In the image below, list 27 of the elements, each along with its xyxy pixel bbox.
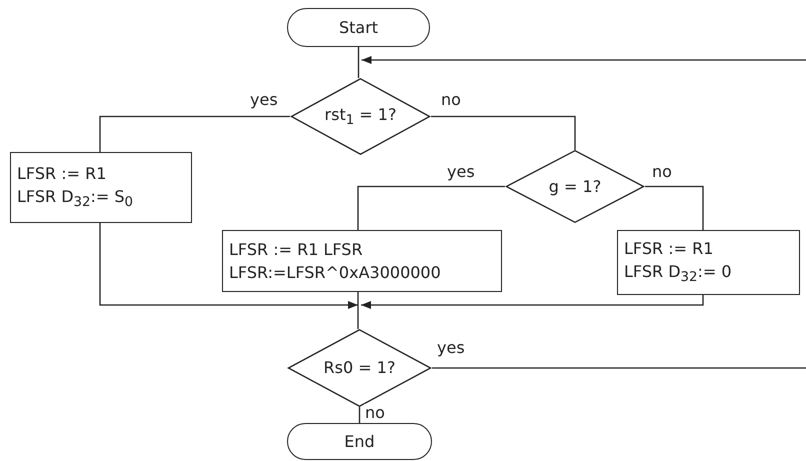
connector-line: [99, 116, 290, 152]
process-text: LFSR D$_{32}$:= S$_{0}$: [17, 186, 134, 213]
connector-line: [432, 367, 806, 369]
arrow: [362, 56, 806, 64]
start-terminal: [287, 8, 430, 47]
condition-text: Rs0 = 1?: [324, 357, 396, 380]
process-text: LFSR := R1 LFSR: [229, 238, 363, 261]
connector-line: [357, 292, 359, 329]
arrow: [99, 223, 358, 309]
process-box: [222, 230, 502, 292]
process-box: [617, 230, 800, 295]
condition-text: g = 1?: [548, 176, 602, 198]
condition-text: rst$_{1}$ = 1?: [324, 104, 396, 130]
process-text: LFSR:=LFSR^0xA3000000: [229, 262, 441, 284]
process-box: [10, 152, 192, 223]
terminal-label: Start: [338, 16, 378, 39]
connector-line: [431, 116, 576, 150]
connector-line: [357, 186, 505, 230]
process-text: LFSR := R1: [17, 163, 106, 186]
process-text: LFSR := R1: [624, 238, 714, 260]
connector-line: [358, 407, 360, 423]
end-terminal: [287, 423, 432, 460]
arrow: [361, 295, 704, 309]
connector-line: [358, 47, 360, 78]
process-text: LFSR D$_{32}$:= 0: [624, 261, 732, 288]
terminal-label: End: [344, 430, 375, 453]
connector-line: [645, 186, 704, 230]
